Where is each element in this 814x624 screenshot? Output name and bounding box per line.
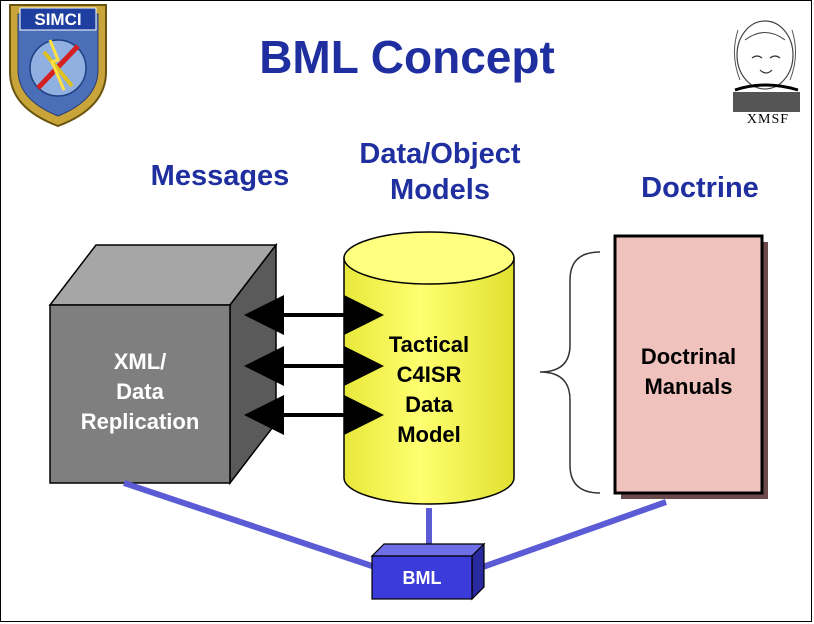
simci-logo: SIMCI — [9, 4, 107, 128]
models-heading: Data/Object Models — [320, 136, 560, 208]
bml-connectors — [123, 480, 668, 571]
doctrine-label: Doctrinal Manuals — [615, 342, 762, 402]
cylinder-label-line-1: Tactical — [388, 332, 470, 357]
cylinder-label-line-4: Model — [397, 422, 461, 447]
xmsf-logo-text: XMSF — [746, 112, 790, 127]
cube-label-line-1: XML/ — [113, 349, 167, 374]
cube-label-line-3: Replication — [80, 409, 200, 434]
curly-brace — [539, 251, 601, 494]
messages-heading: Messages — [150, 160, 290, 192]
data-model-cylinder — [343, 231, 515, 505]
models-heading-line-2: Models — [390, 174, 490, 206]
doctrine-label-line-1: Doctrinal — [640, 344, 737, 369]
bml-box — [370, 542, 486, 601]
slide-title: BML Concept — [259, 31, 555, 83]
cube-label: XML/ Data Replication — [50, 347, 230, 437]
models-heading-line-1: Data/Object — [359, 138, 521, 170]
doctrine-heading: Doctrine — [641, 172, 759, 204]
cylinder-label-line-2: C4ISR — [396, 362, 462, 387]
simci-logo-text: SIMCI — [34, 10, 81, 29]
bml-label: BML — [402, 568, 442, 588]
cube-label-line-2: Data — [116, 379, 164, 404]
xmsf-logo — [726, 12, 808, 120]
xml-data-replication-cube — [48, 242, 278, 486]
cylinder-label-line-3: Data — [405, 392, 453, 417]
message-arrows — [244, 295, 384, 435]
doctrinal-manuals-box — [613, 234, 768, 499]
doctrine-label-line-2: Manuals — [644, 374, 733, 399]
cylinder-label: Tactical C4ISR Data Model — [344, 330, 514, 450]
